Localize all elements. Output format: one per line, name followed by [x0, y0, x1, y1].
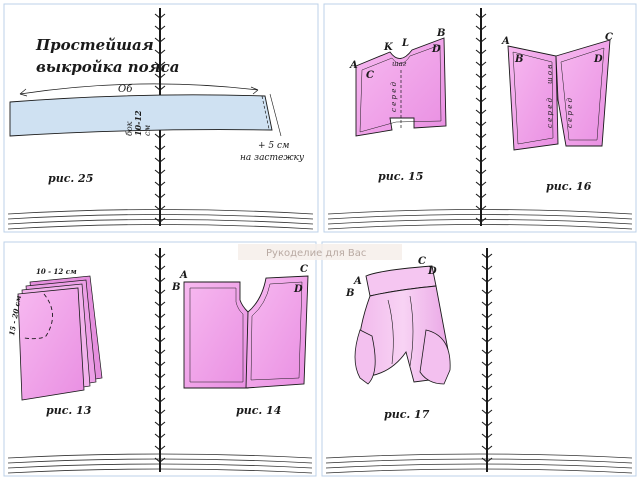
svg-text:с е р е д: с е р е д: [566, 97, 574, 128]
panel-top-left: Простейшая выкройка пояса Об бок 10-12 с…: [3, 3, 319, 233]
svg-text:C: C: [366, 70, 374, 81]
svg-text:10-12: 10-12: [133, 110, 143, 136]
panel-bottom-left: 10 - 12 см 15 - 20 см рис. 13 A B C D ри…: [3, 241, 317, 477]
figure-caption-17: рис. 17: [384, 408, 430, 421]
svg-text:K: K: [383, 42, 394, 53]
belt-pattern: [9, 94, 273, 137]
svg-text:A: A: [501, 36, 510, 47]
arc-label: Об: [118, 84, 133, 95]
svg-text:A: A: [349, 60, 358, 71]
figure-caption-16: рис. 16: [546, 180, 592, 193]
svg-text:D: D: [431, 44, 441, 55]
belt-width-label: бок 10-12 см: [125, 110, 152, 136]
svg-text:A: A: [353, 276, 362, 287]
svg-text:шаг: шаг: [392, 60, 407, 68]
figure-16: A B C D ш о в с е р е д с е р е д рис. 1…: [501, 32, 613, 193]
figure-caption-14: рис. 14: [236, 404, 281, 417]
svg-text:10 - 12 см: 10 - 12 см: [36, 267, 77, 276]
page-title-line1: Простейшая: [35, 36, 154, 54]
svg-text:см: см: [143, 125, 152, 136]
svg-text:с е р е д: с е р е д: [546, 97, 554, 128]
svg-text:с е р е д: с е р е д: [390, 81, 398, 112]
svg-text:C: C: [605, 32, 613, 43]
svg-text:A: A: [179, 270, 188, 281]
spine-stitches-2: [475, 13, 487, 223]
svg-text:B: B: [171, 282, 180, 293]
svg-text:B: B: [345, 288, 354, 299]
figure-14: A B C D рис. 14: [171, 264, 309, 417]
figure-caption-15: рис. 15: [378, 170, 423, 183]
panel-top-right: A K L B C D шаг с е р е д рис. 15 A B C …: [323, 3, 637, 233]
figure-caption-25: рис. 25: [48, 172, 93, 185]
extra-label-2: на застежку: [240, 153, 305, 163]
svg-text:C: C: [418, 256, 426, 267]
svg-text:C: C: [300, 264, 308, 275]
spine-stitches-3: [154, 253, 166, 463]
panel-bottom-right: C D A B рис. 17: [321, 241, 637, 477]
extra-label: + 5 см: [258, 141, 290, 151]
svg-text:L: L: [401, 38, 409, 49]
page-title-line2: выкройка пояса: [36, 58, 179, 76]
figure-13: 10 - 12 см 15 - 20 см рис. 13: [7, 267, 103, 417]
svg-text:Рукоделие для Вас: Рукоделие для Вас: [266, 248, 366, 259]
figure-17: C D A B рис. 17: [345, 256, 451, 421]
figure-caption-13: рис. 13: [46, 404, 92, 417]
svg-text:D: D: [427, 266, 437, 277]
watermark: Рукоделие для Вас: [238, 244, 402, 260]
svg-text:D: D: [593, 54, 603, 65]
svg-text:B: B: [514, 54, 523, 65]
svg-text:бок: бок: [125, 121, 134, 136]
svg-text:D: D: [293, 284, 303, 295]
svg-text:ш о в: ш о в: [546, 65, 554, 84]
spine-stitches-4: [481, 253, 493, 463]
svg-text:B: B: [436, 28, 445, 39]
figure-15: A K L B C D шаг с е р е д рис. 15: [349, 28, 447, 183]
